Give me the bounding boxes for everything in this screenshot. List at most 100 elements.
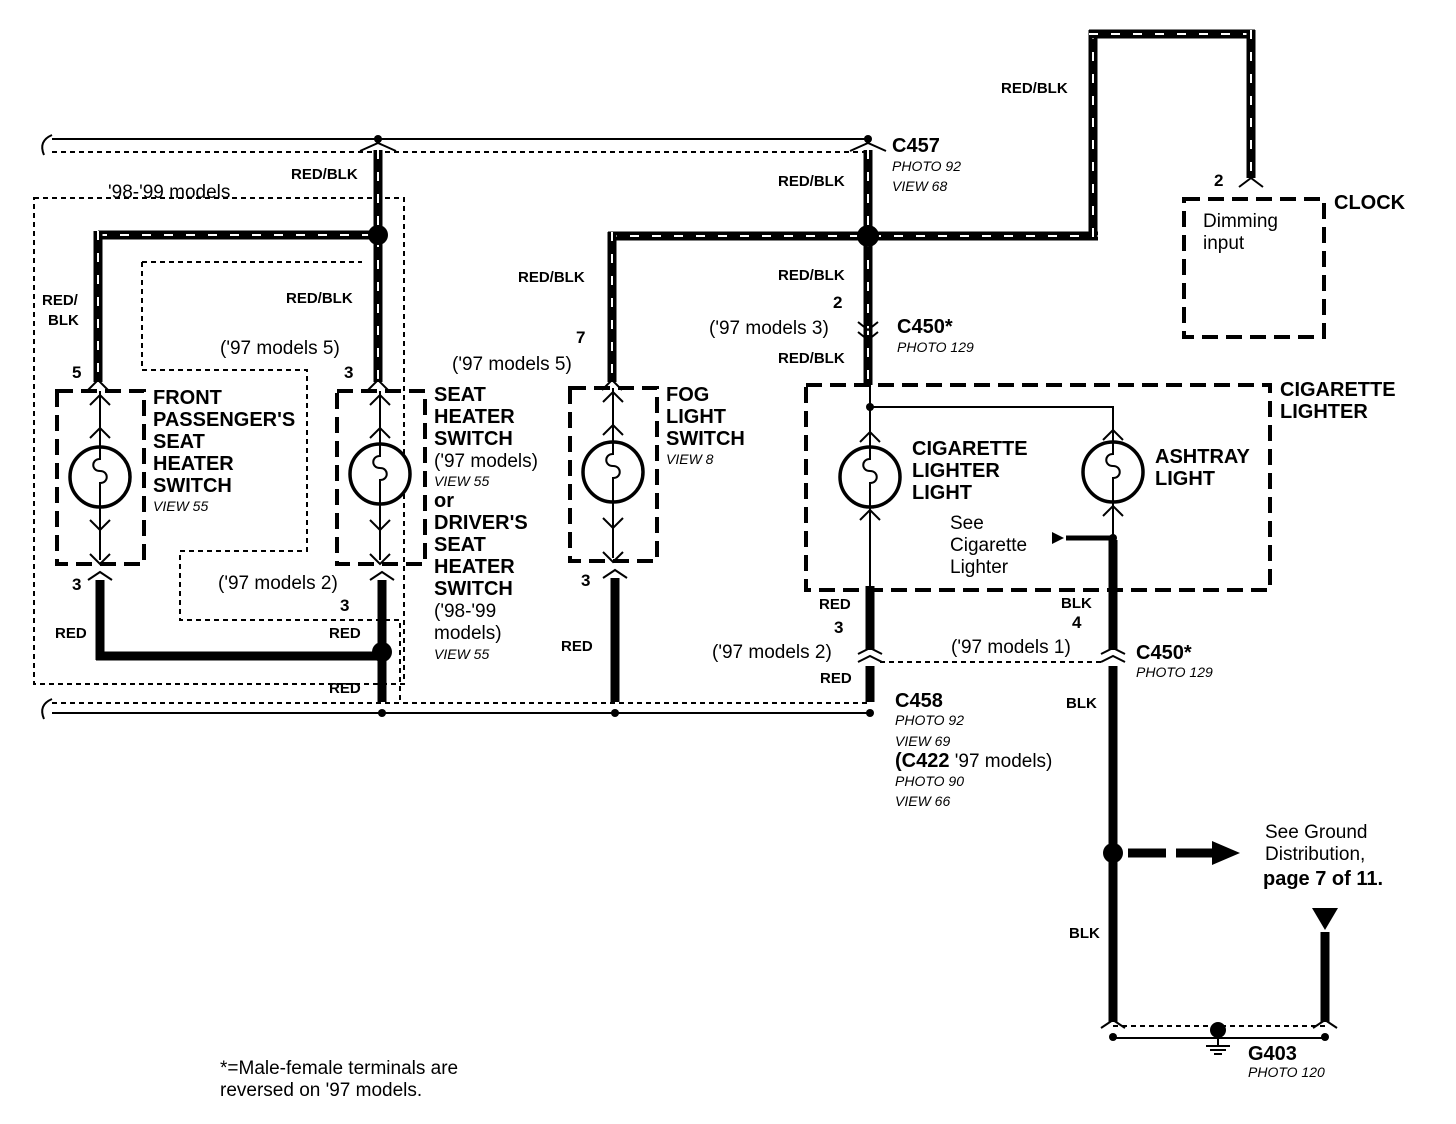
- wire-label: BLK: [1061, 595, 1092, 612]
- wire-label: RED/BLK: [778, 173, 845, 190]
- wire-label: BLK: [1069, 925, 1100, 942]
- wire-label: RED/BLK: [518, 269, 585, 286]
- component-label: SEAT: [153, 431, 205, 453]
- component-label: SWITCH: [434, 428, 513, 450]
- component-label: LIGHT: [666, 406, 726, 428]
- reference-note: See: [950, 513, 984, 534]
- ground-g403: G403: [1248, 1043, 1297, 1065]
- model-note: ('97 models 5): [220, 338, 340, 359]
- model-note: ('97 models 2): [712, 642, 832, 663]
- seat-heater-switch: [335, 389, 427, 566]
- model-note: ('97 models 5): [452, 354, 572, 375]
- wire-label: RED/BLK: [1001, 80, 1068, 97]
- cigarette-lighter-group: [804, 383, 1272, 592]
- wire-label: RED/BLK: [286, 290, 353, 307]
- connector-c457: C457: [892, 135, 940, 157]
- component-label: SEAT: [434, 384, 486, 406]
- component-label: HEATER: [434, 556, 515, 578]
- footnote: *=Male-female terminals are: [220, 1058, 458, 1079]
- wire-label: RED/BLK: [291, 166, 358, 183]
- view-ref: VIEW 55: [153, 498, 208, 514]
- model-note: ('97 models 2): [218, 573, 338, 594]
- wire-label: RED: [329, 680, 361, 697]
- component-label: ('98-'99: [434, 601, 496, 622]
- component-label: CIGARETTE: [1280, 379, 1396, 401]
- view-ref: VIEW 8: [666, 451, 714, 467]
- red-blk-wires: [93, 29, 1256, 385]
- photo-ref: PHOTO 92: [895, 712, 964, 728]
- component-label: CLOCK: [1334, 192, 1406, 214]
- wire-label: RED: [561, 638, 593, 655]
- wire-label: BLK: [48, 312, 79, 329]
- connector-c422: (C422 '97 models): [895, 750, 1052, 772]
- models-97-boundary: [141, 261, 401, 700]
- model-note: '98-'99 models: [108, 182, 230, 203]
- reference-note: page 7 of 11.: [1263, 868, 1383, 890]
- connector-c458: C458: [895, 690, 943, 712]
- component-label: ('97 models): [434, 451, 538, 472]
- photo-ref: PHOTO 92: [892, 158, 961, 174]
- pin-number: 3: [72, 575, 81, 594]
- component-label: SWITCH: [666, 428, 745, 450]
- view-ref: VIEW 55: [434, 646, 489, 662]
- clock-box: [1182, 197, 1326, 339]
- red-blk-return-wires: [95, 540, 1338, 1055]
- wire-label: RED: [55, 625, 87, 642]
- pin-number: 2: [833, 293, 842, 312]
- component-label: SWITCH: [434, 578, 513, 600]
- photo-ref: PHOTO 129: [897, 339, 974, 355]
- wire-label: RED: [819, 596, 851, 613]
- photo-ref: PHOTO 90: [895, 773, 964, 789]
- component-label: LIGHT: [912, 482, 972, 504]
- component-label: SEAT: [434, 534, 486, 556]
- view-ref: VIEW 55: [434, 473, 489, 489]
- pin-number: 3: [340, 596, 349, 615]
- component-label: FOG: [666, 384, 709, 406]
- pin-number: 4: [1072, 613, 1082, 632]
- connector-c450: C450*: [1136, 642, 1192, 664]
- wire-label: RED/: [42, 292, 79, 309]
- reference-note: Lighter: [950, 557, 1009, 578]
- component-label: HEATER: [434, 406, 515, 428]
- wire-label: RED: [820, 670, 852, 687]
- pin-number: 3: [581, 571, 590, 590]
- pin-number: 7: [576, 328, 585, 347]
- model-note: ('97 models 3): [709, 318, 829, 339]
- component-label: or: [434, 490, 454, 512]
- component-label: input: [1203, 233, 1245, 254]
- connector-c450: C450*: [897, 316, 953, 338]
- component-label: LIGHTER: [1280, 401, 1368, 423]
- component-label: Dimming: [1203, 211, 1278, 232]
- wire-label: BLK: [1066, 695, 1097, 712]
- component-label: LIGHT: [1155, 468, 1215, 490]
- wire-label: RED: [329, 625, 361, 642]
- pin-number: 5: [72, 363, 81, 382]
- top-bus: [41, 134, 872, 156]
- model-note: ('97 models 1): [951, 637, 1071, 658]
- pin-number: 3: [834, 618, 843, 637]
- component-label: ASHTRAY: [1155, 446, 1250, 468]
- reference-note: See Ground: [1265, 822, 1367, 843]
- front-passenger-switch: [55, 389, 146, 566]
- component-label: FRONT: [153, 387, 222, 409]
- component-label: models): [434, 623, 502, 644]
- component-label: SWITCH: [153, 475, 232, 497]
- photo-ref: PHOTO 129: [1136, 664, 1213, 680]
- footnote: reversed on '97 models.: [220, 1080, 422, 1101]
- view-ref: VIEW 66: [895, 793, 950, 809]
- models-98-99-boundary: [33, 197, 405, 685]
- wire-label: RED/BLK: [778, 267, 845, 284]
- view-ref: VIEW 68: [892, 178, 947, 194]
- component-label: HEATER: [153, 453, 234, 475]
- pin-number: 2: [1214, 171, 1223, 190]
- component-label: PASSENGER'S: [153, 409, 295, 431]
- wire-label: RED/BLK: [778, 350, 845, 367]
- view-ref: VIEW 69: [895, 733, 950, 749]
- fog-light-switch: [568, 386, 659, 564]
- pin-number: 3: [344, 363, 353, 382]
- component-label: DRIVER'S: [434, 512, 528, 534]
- reference-note: Cigarette: [950, 535, 1027, 556]
- photo-ref: PHOTO 120: [1248, 1064, 1325, 1080]
- connector-terminals: [87, 141, 1338, 1029]
